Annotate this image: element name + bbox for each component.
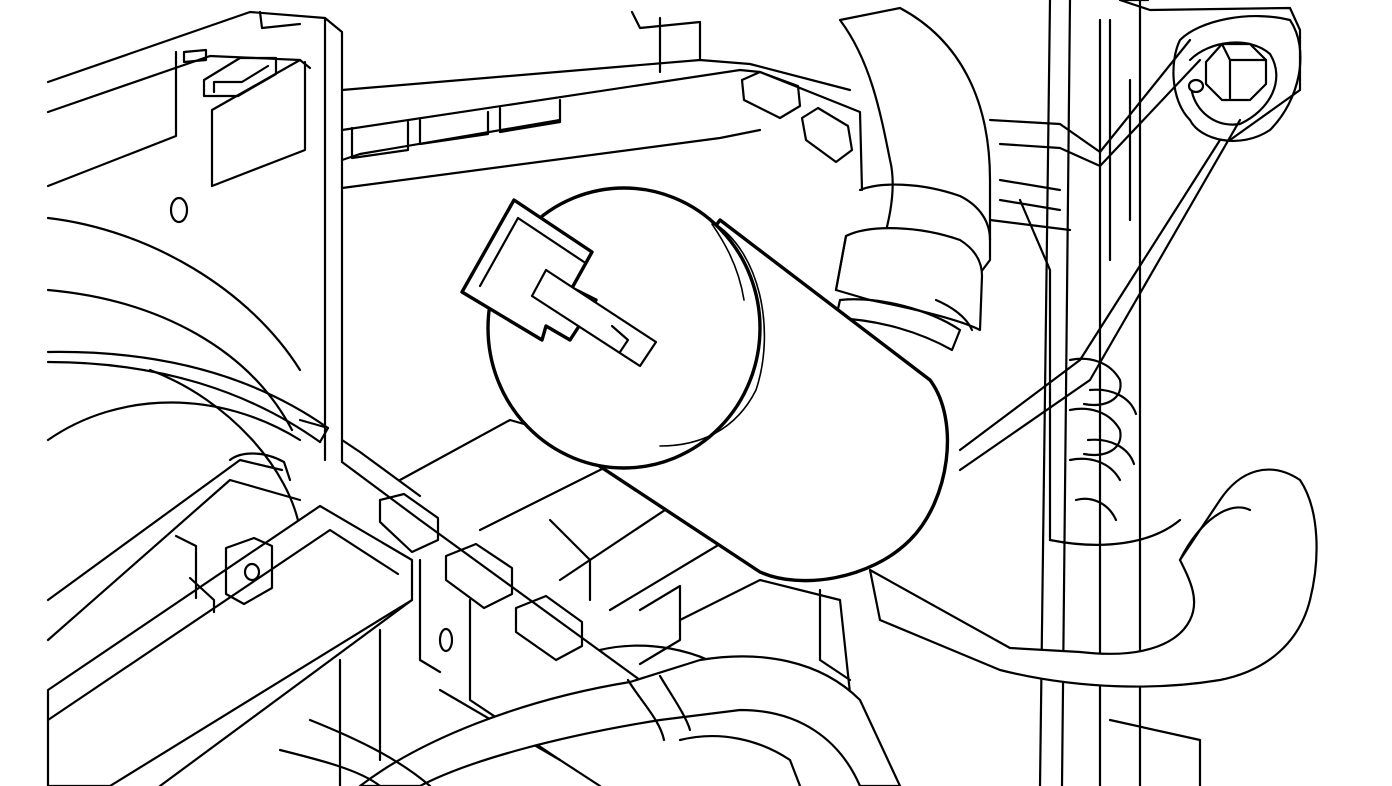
bracket-bolt <box>958 0 1302 472</box>
lower-radiator-hose <box>868 468 1318 688</box>
upper-radiator-hose <box>834 6 992 352</box>
electrical-connector <box>460 198 658 368</box>
cooling-fan-shroud <box>46 216 330 532</box>
lower-mount-bracket <box>46 438 642 786</box>
radiator-support-frame <box>46 10 864 464</box>
ac-line-lower <box>278 655 902 786</box>
